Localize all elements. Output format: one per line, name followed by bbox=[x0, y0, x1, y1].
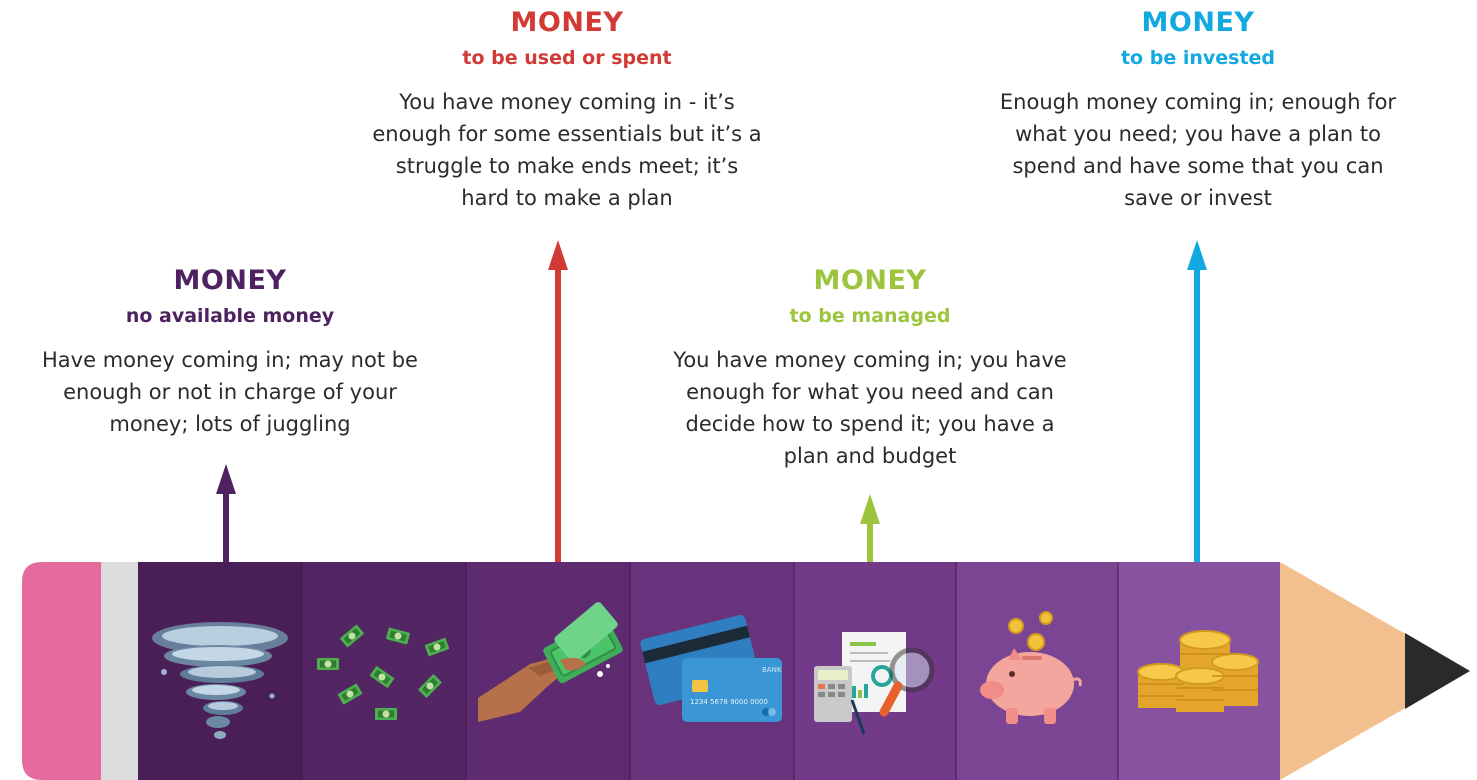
level-description: Enough money coming in; enough for what … bbox=[999, 90, 1397, 210]
piggy-bank-icon bbox=[980, 611, 1082, 724]
level-description: You have money coming in - it’s enough f… bbox=[372, 90, 762, 210]
card-bank-label: BANK bbox=[762, 666, 782, 674]
arrow-to-be-used-or-spent bbox=[548, 240, 568, 562]
budget-analysis-icon bbox=[814, 632, 935, 735]
arrow-to-be-managed bbox=[860, 494, 880, 562]
level-description: You have money coming in; you have enoug… bbox=[673, 348, 1067, 468]
level-title: MONEY bbox=[510, 7, 624, 38]
level-label-to-be-invested: MONEY to be invested Enough money coming… bbox=[988, 6, 1408, 214]
arrow-to-be-invested bbox=[1187, 240, 1207, 562]
hand-holding-cash-icon bbox=[478, 602, 623, 722]
credit-cards-icon: BANK 1234 5678 9000 0000 bbox=[640, 615, 782, 722]
level-label-to-be-managed: MONEY to be managed You have money comin… bbox=[667, 264, 1073, 472]
coin-stacks-icon bbox=[1137, 630, 1259, 712]
level-label-no-available-money: MONEY no available money Have money comi… bbox=[30, 264, 430, 440]
pencil-ferrule bbox=[101, 562, 138, 780]
scattered-bills-icon bbox=[317, 624, 450, 720]
level-description: Have money coming in; may not be enough … bbox=[42, 348, 418, 436]
level-title: MONEY bbox=[813, 265, 927, 296]
level-title: MONEY bbox=[173, 265, 287, 296]
level-subtitle: to be used or spent bbox=[462, 47, 672, 69]
level-title: MONEY bbox=[1141, 7, 1255, 38]
tornado-icon bbox=[152, 622, 288, 739]
level-subtitle: to be managed bbox=[789, 305, 951, 327]
card-number: 1234 5678 9000 0000 bbox=[690, 698, 768, 706]
pencil-segment-scattered-bills bbox=[302, 562, 466, 780]
level-label-to-be-used-or-spent: MONEY to be used or spent You have money… bbox=[362, 6, 772, 214]
pencil-eraser bbox=[22, 562, 102, 780]
level-subtitle: no available money bbox=[125, 305, 335, 327]
level-subtitle: to be invested bbox=[1120, 47, 1276, 69]
pencil-lead-tip bbox=[1405, 633, 1470, 709]
arrow-no-available-money bbox=[216, 464, 236, 562]
pencil-wood-tip bbox=[1280, 562, 1470, 780]
